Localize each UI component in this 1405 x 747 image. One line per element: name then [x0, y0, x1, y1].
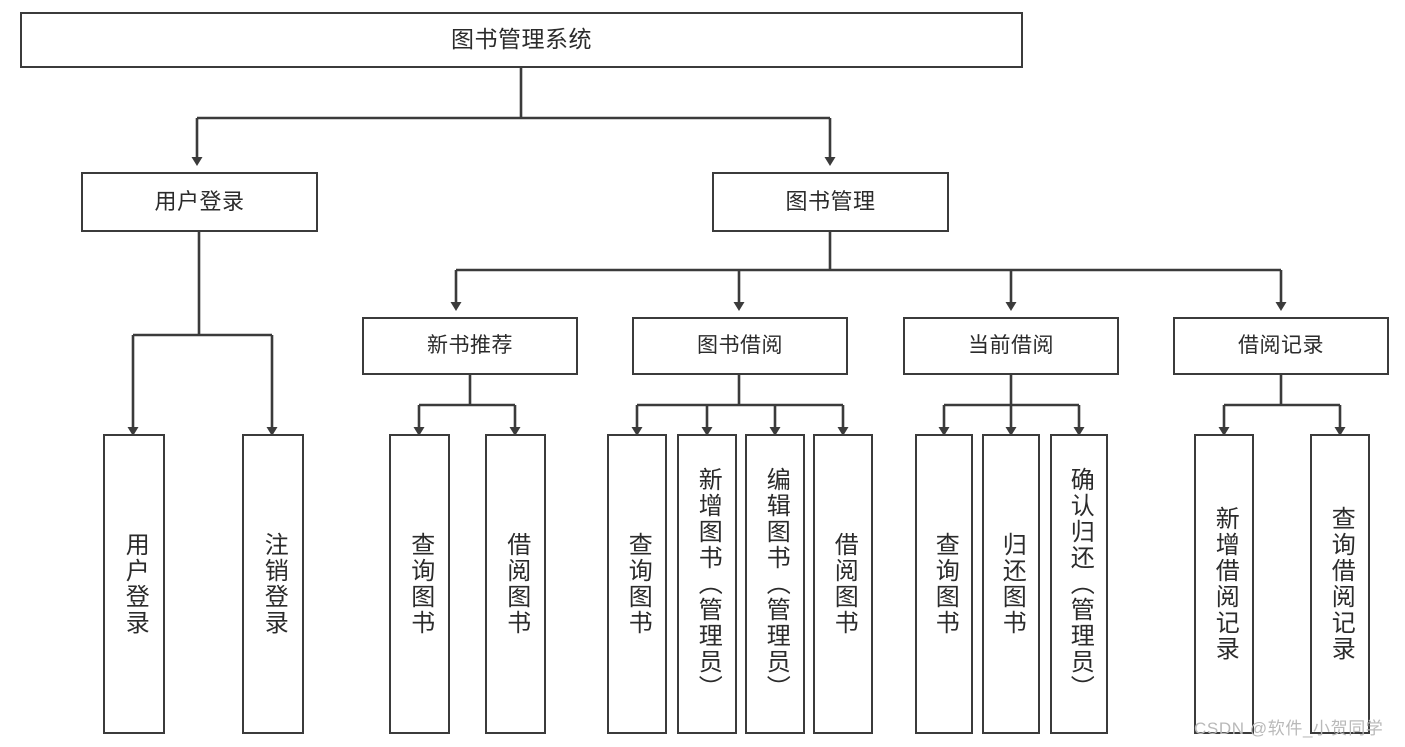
node-leaf-user-login[interactable]: 用户登录 [103, 434, 165, 734]
node-label: 查询图书 [624, 532, 652, 636]
node-new-book-recommend[interactable]: 新书推荐 [362, 317, 578, 375]
node-leaf-query-borrow-record[interactable]: 查询借阅记录 [1310, 434, 1370, 734]
node-label: 新增借阅记录 [1211, 506, 1239, 662]
node-label: 借阅记录 [1238, 333, 1324, 357]
node-label: 用户登录 [121, 532, 149, 636]
node-leaf-confirm-return[interactable]: 确认归还（管理员） [1050, 434, 1108, 734]
node-label: 查询图书 [931, 532, 959, 636]
node-label: 借阅图书 [502, 532, 530, 636]
node-leaf-add-borrow-record[interactable]: 新增借阅记录 [1194, 434, 1254, 734]
node-label: 注销登录 [260, 532, 288, 636]
node-current-borrow[interactable]: 当前借阅 [903, 317, 1119, 375]
node-label: 图书管理系统 [451, 26, 592, 53]
csdn-watermark: CSDN @软件_小贺同学 [1194, 719, 1384, 738]
node-leaf-query-book-current[interactable]: 查询图书 [915, 434, 973, 734]
node-leaf-query-book-borrow[interactable]: 查询图书 [607, 434, 667, 734]
node-leaf-edit-book[interactable]: 编辑图书（管理员） [745, 434, 805, 734]
node-leaf-borrow-book-recommend[interactable]: 借阅图书 [485, 434, 546, 734]
node-label: 编辑图书（管理员） [762, 467, 790, 701]
node-leaf-borrow-book[interactable]: 借阅图书 [813, 434, 873, 734]
node-label: 查询借阅记录 [1327, 506, 1355, 662]
node-label: 确认归还（管理员） [1066, 467, 1094, 701]
node-leaf-return-book[interactable]: 归还图书 [982, 434, 1040, 734]
node-book-borrow[interactable]: 图书借阅 [632, 317, 848, 375]
node-label: 新书推荐 [427, 333, 513, 357]
node-label: 查询图书 [406, 532, 434, 636]
node-book-manage[interactable]: 图书管理 [712, 172, 949, 232]
node-label: 借阅图书 [830, 532, 858, 636]
node-label: 图书管理 [785, 189, 876, 215]
node-leaf-query-book-recommend[interactable]: 查询图书 [389, 434, 450, 734]
node-leaf-add-book[interactable]: 新增图书（管理员） [677, 434, 737, 734]
node-user-login[interactable]: 用户登录 [81, 172, 318, 232]
node-label: 用户登录 [154, 189, 245, 215]
node-label: 归还图书 [998, 532, 1026, 636]
node-borrow-record[interactable]: 借阅记录 [1173, 317, 1389, 375]
node-label: 当前借阅 [968, 333, 1054, 357]
node-label: 图书借阅 [697, 333, 783, 357]
node-label: 新增图书（管理员） [694, 467, 722, 701]
node-book-management-system[interactable]: 图书管理系统 [20, 12, 1023, 68]
node-leaf-user-logout[interactable]: 注销登录 [242, 434, 304, 734]
